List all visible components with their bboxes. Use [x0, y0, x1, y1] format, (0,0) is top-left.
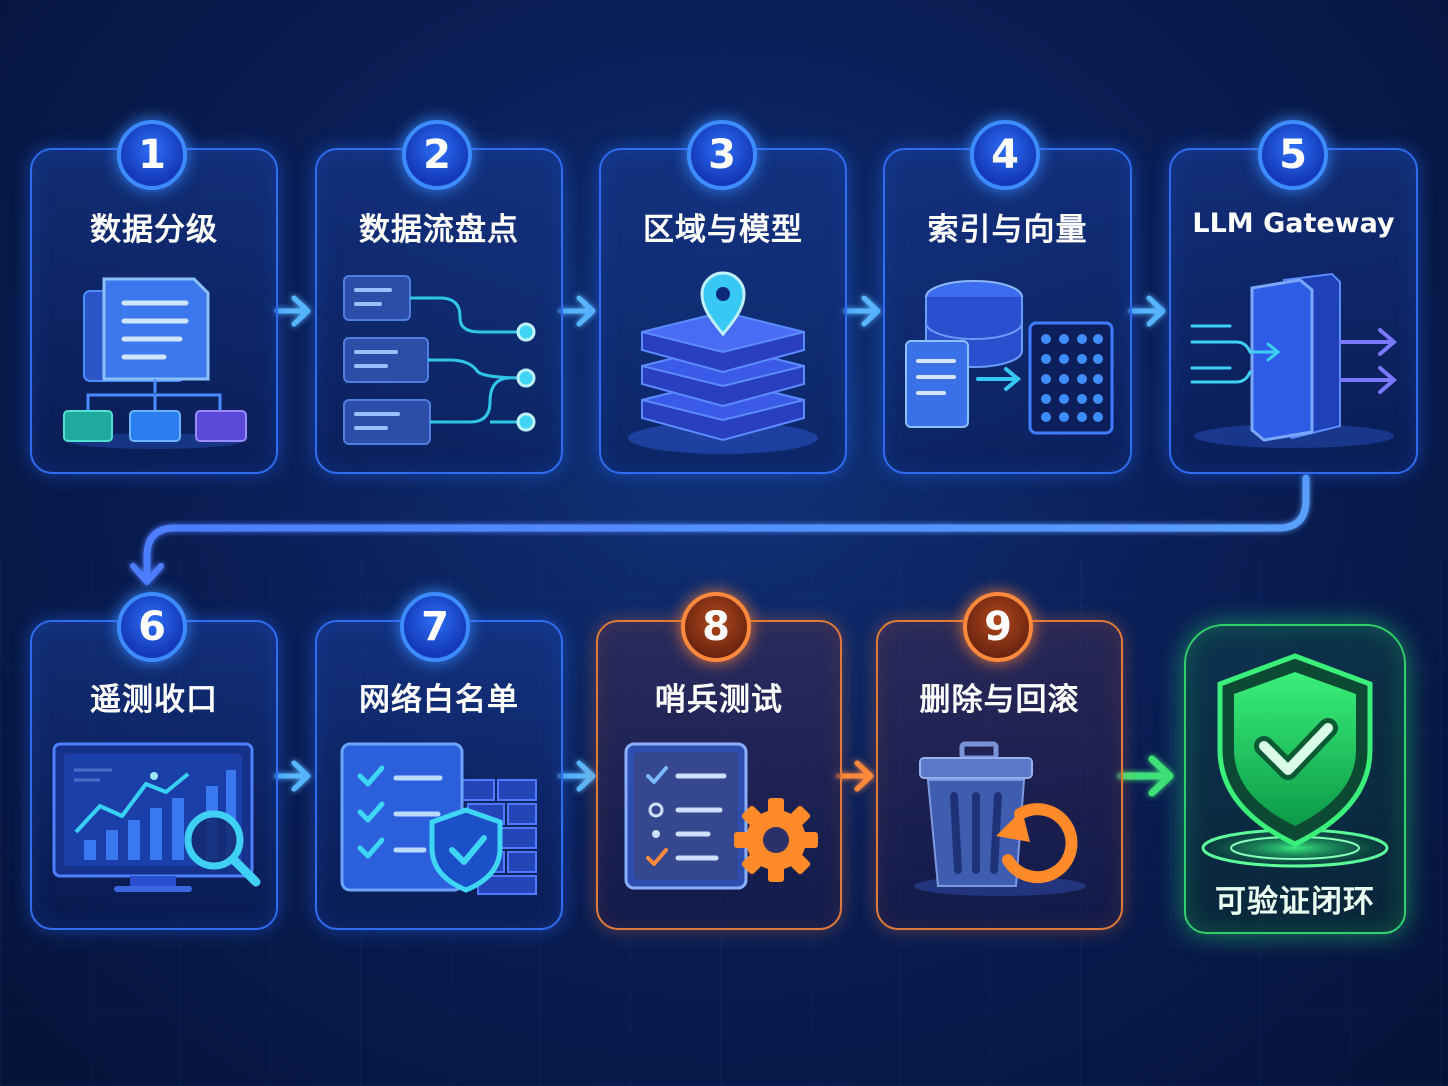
- gateway-icon: [1190, 272, 1398, 448]
- step-number-badge: 7: [400, 592, 470, 662]
- arrow-4-5: [1127, 295, 1166, 327]
- telemetry-monitor-icon: [52, 742, 261, 892]
- arrow-3-4: [842, 295, 881, 327]
- delete-rollback-icon: [914, 741, 1086, 896]
- wrap-connector-arrowhead: [130, 563, 164, 585]
- wrap-connector: [143, 474, 1310, 580]
- step-title: 索引与向量: [927, 212, 1088, 248]
- data-flow-icon: [343, 275, 536, 445]
- index-vector-icon: [905, 280, 1114, 435]
- region-stack-icon: [628, 271, 818, 454]
- step-title: 遥测收口: [90, 682, 218, 718]
- step-number-badge: 1: [117, 120, 187, 190]
- shield-check-icon: [1201, 653, 1389, 868]
- step-title: 数据分级: [90, 212, 218, 248]
- arrow-6-7: [273, 760, 311, 792]
- step-title: 网络白名单: [359, 682, 519, 718]
- sentinel-test-icon: [624, 742, 818, 890]
- step-title: LLM Gateway: [1192, 208, 1395, 239]
- arrow-8-9: [835, 760, 874, 792]
- step-number-badge: 6: [117, 592, 187, 662]
- step-number-badge: 4: [970, 120, 1040, 190]
- goal-title: 可验证闭环: [1215, 884, 1375, 920]
- step-title: 区域与模型: [643, 212, 803, 248]
- step-number-badge: 9: [963, 592, 1033, 662]
- network-allowlist-icon: [340, 742, 537, 895]
- arrow-7-8: [557, 760, 596, 792]
- step-number-badge: 8: [681, 592, 751, 662]
- step-number-badge: 3: [687, 120, 757, 190]
- step-number-badge: 2: [402, 120, 472, 190]
- step-title: 哨兵测试: [655, 682, 783, 718]
- arrow-1-2: [273, 295, 311, 327]
- arrow-9-goal: [1116, 755, 1174, 797]
- step-number-badge: 5: [1258, 120, 1328, 190]
- document-hierarchy-icon: [63, 277, 247, 449]
- arrow-2-3: [557, 295, 596, 327]
- step-title: 数据流盘点: [359, 212, 519, 248]
- step-title: 删除与回滚: [919, 682, 1080, 718]
